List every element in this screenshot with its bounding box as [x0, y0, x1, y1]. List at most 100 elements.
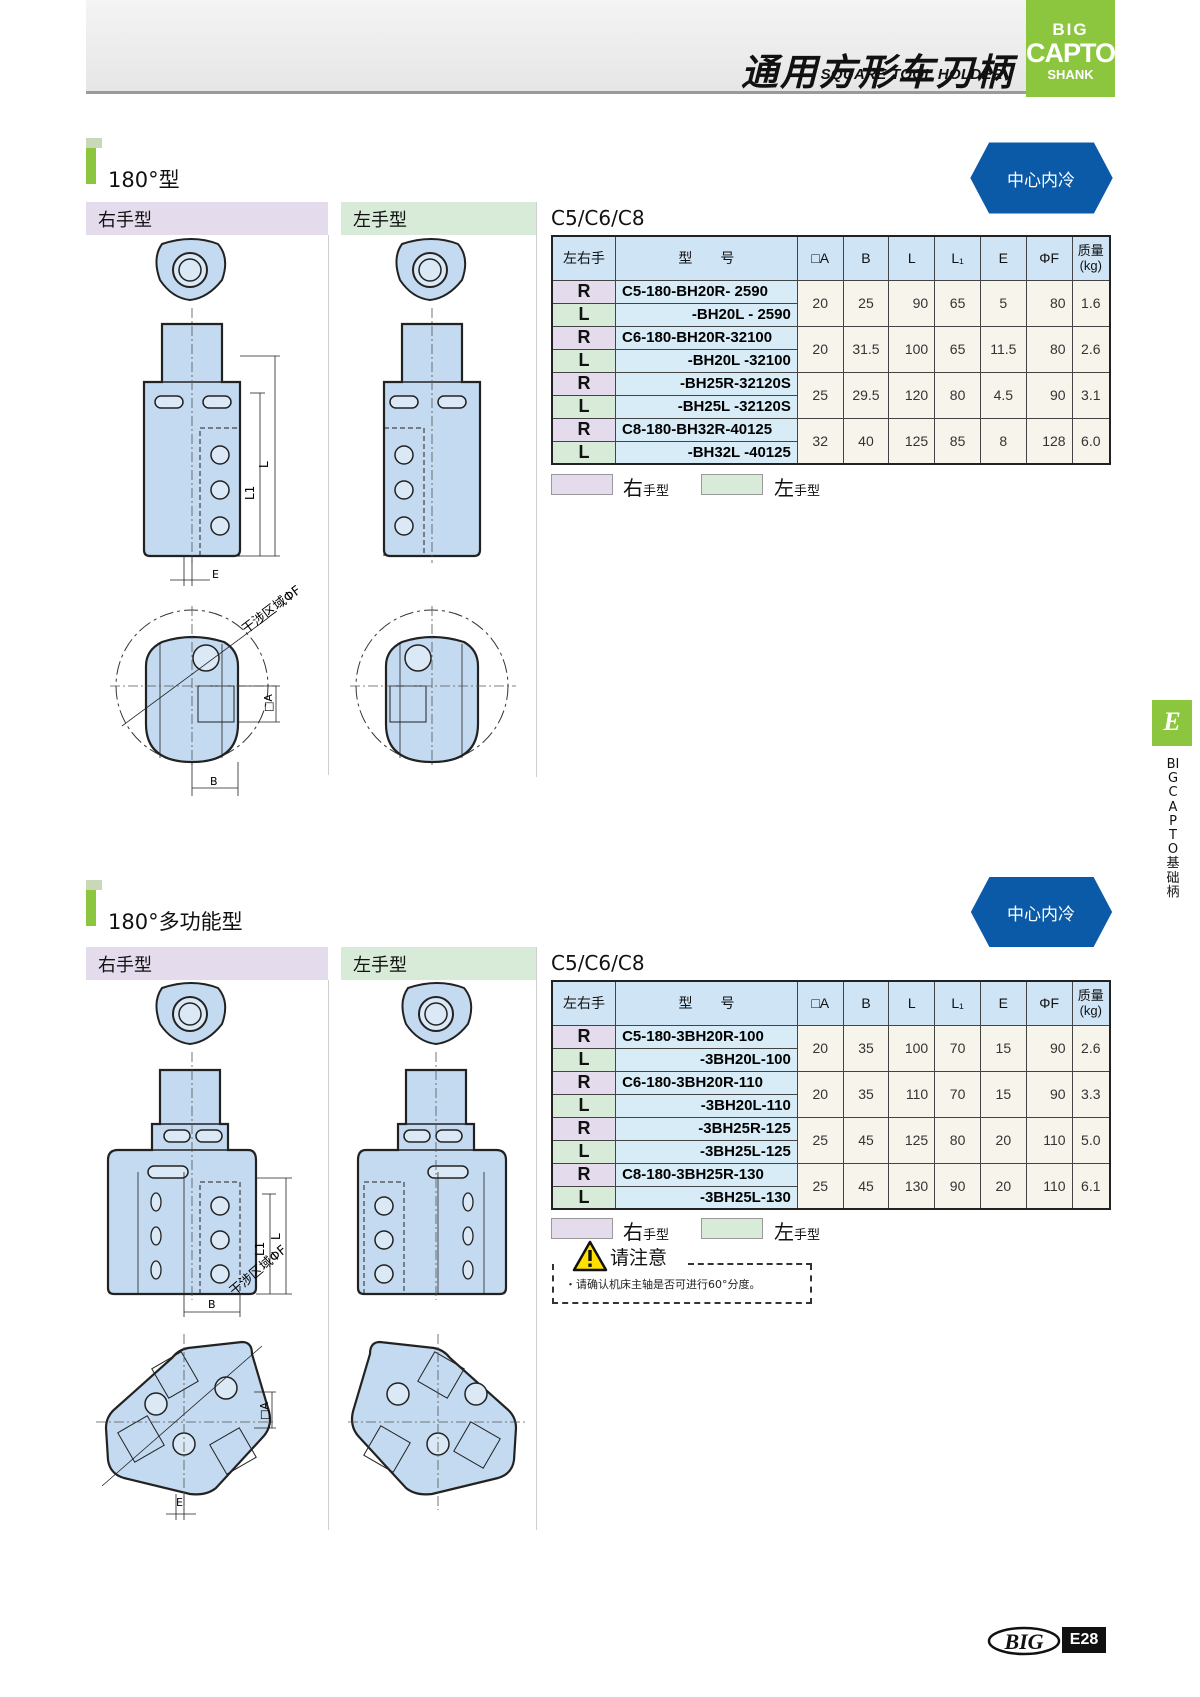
model-cell: -BH20L - 2590 [615, 302, 798, 327]
value-cell-l1: 70 [934, 1024, 981, 1072]
badge-line3: SHANK [1047, 67, 1094, 82]
model-cell: C6-180-3BH20R-110 [615, 1070, 798, 1095]
model-cell: -BH25L -32120S [615, 394, 798, 419]
series-label: C5/C6/C8 [551, 951, 645, 975]
table-row: L-3BH25L-130 [551, 1185, 1110, 1210]
value-cell-a: 20 [796, 1070, 844, 1118]
header-band [86, 0, 1026, 94]
right-hand-label: 右手型 [86, 947, 328, 980]
hand-cell: L [551, 440, 617, 465]
value-cell-l1: 65 [934, 325, 981, 373]
model-cell: C8-180-BH32R-40125 [615, 417, 798, 442]
cooling-badge: 中心内冷 [970, 142, 1113, 214]
value-cell-l: 100 [888, 325, 936, 373]
value-cell-e: 8 [979, 417, 1027, 465]
hand-cell: R [551, 1070, 617, 1095]
value-cell-mass: 5.0 [1071, 1116, 1111, 1164]
model-cell: C8-180-3BH25R-130 [615, 1162, 798, 1187]
big-capto-badge: BIG CAPTO SHANK [1026, 0, 1116, 97]
model-cell: -3BH25L-125 [615, 1139, 798, 1164]
svg-text:□A: □A [258, 1402, 271, 1420]
value-cell-f: 110 [1025, 1116, 1073, 1164]
legend-left-label: 左手型 [774, 1220, 821, 1244]
left-hand-label: 左手型 [341, 947, 536, 980]
cooling-text: 中心内冷 [1007, 171, 1075, 191]
caution-text: ・请确认机床主轴是否可进行60°分度。 [565, 1278, 761, 1291]
header-title-en: SQUARE TOOL HOLDER [820, 66, 1003, 83]
section-e-tab: E [1152, 700, 1192, 746]
model-cell: -BH32L -40125 [615, 440, 798, 465]
badge-line2: CAPTO [1026, 38, 1116, 68]
big-logo: BIG [987, 1626, 1061, 1656]
hand-cell: L [551, 302, 617, 327]
model-cell: -BH25R-32120S [615, 371, 798, 396]
legend-right-swatch [551, 1218, 613, 1239]
table-row: L-BH25L -32120S [551, 394, 1110, 419]
legend-right-swatch [551, 474, 613, 495]
value-cell-l: 100 [888, 1024, 936, 1072]
value-cell-mass: 6.1 [1071, 1162, 1111, 1210]
value-cell-a: 20 [796, 279, 844, 327]
model-cell: -BH20L -32100 [615, 348, 798, 373]
value-cell-f: 90 [1025, 1024, 1073, 1072]
svg-text:B: B [210, 775, 218, 788]
series-label: C5/C6/C8 [551, 206, 645, 230]
model-cell: -3BH20L-100 [615, 1047, 798, 1072]
legend-left-swatch [701, 474, 763, 495]
value-cell-b: 29.5 [842, 371, 890, 419]
hand-cell: L [551, 394, 617, 419]
svg-text:干涉区域ΦF: 干涉区域ΦF [239, 583, 304, 637]
hand-cell: R [551, 325, 617, 350]
section-title: 180°多功能型 [108, 910, 243, 934]
value-cell-l1: 85 [934, 417, 981, 465]
value-cell-a: 20 [796, 1024, 844, 1072]
value-cell-l: 110 [888, 1070, 936, 1118]
legend-right-label: 右手型 [623, 1220, 670, 1244]
table-row: L-3BH20L-100 [551, 1047, 1110, 1072]
table-row: L-BH20L -32100 [551, 348, 1110, 373]
hand-cell: R [551, 1024, 617, 1049]
hand-cell: L [551, 1047, 617, 1072]
left-hand-label: 左手型 [341, 202, 536, 235]
value-cell-f: 128 [1025, 417, 1073, 465]
value-cell-mass: 2.6 [1071, 1024, 1111, 1072]
value-cell-b: 31.5 [842, 325, 890, 373]
header-title-zh: 通用方形车刀柄 [741, 51, 1014, 94]
value-cell-l1: 80 [934, 1116, 981, 1164]
value-cell-b: 45 [842, 1116, 890, 1164]
value-cell-mass: 2.6 [1071, 325, 1111, 373]
svg-text:L1: L1 [253, 1242, 267, 1256]
hand-cell: R [551, 1162, 617, 1187]
legend-left-swatch [701, 1218, 763, 1239]
cooling-text: 中心内冷 [1007, 905, 1075, 925]
right-hand-holder-drawing: L L1 E 干涉区域ΦF □A B [110, 238, 304, 796]
value-cell-mass: 3.3 [1071, 1070, 1111, 1118]
value-cell-a: 25 [796, 1116, 844, 1164]
value-cell-f: 90 [1025, 1070, 1073, 1118]
table-row: L-3BH25L-125 [551, 1139, 1110, 1164]
table-row: L-BH20L - 2590 [551, 302, 1110, 327]
hand-cell: L [551, 348, 617, 373]
value-cell-l1: 80 [934, 371, 981, 419]
value-cell-e: 15 [979, 1070, 1027, 1118]
svg-text:BIG: BIG [1003, 1629, 1043, 1654]
value-cell-a: 25 [796, 371, 844, 419]
section-title: 180°型 [108, 168, 180, 192]
value-cell-b: 45 [842, 1162, 890, 1210]
value-cell-e: 20 [979, 1116, 1027, 1164]
value-cell-b: 40 [842, 417, 890, 465]
table-header-row: 左右手 型 号 □A B L L₁ E ΦF 质量(kg) [551, 235, 1111, 281]
caution-box [552, 1264, 812, 1304]
svg-text:E: E [176, 1496, 183, 1509]
badge-line1: BIG [1052, 20, 1089, 39]
left-hand-multifunction-drawing [348, 982, 528, 1510]
hand-cell: L [551, 1093, 617, 1118]
value-cell-f: 80 [1025, 279, 1073, 327]
hand-cell: R [551, 371, 617, 396]
svg-text:L: L [269, 1233, 283, 1240]
